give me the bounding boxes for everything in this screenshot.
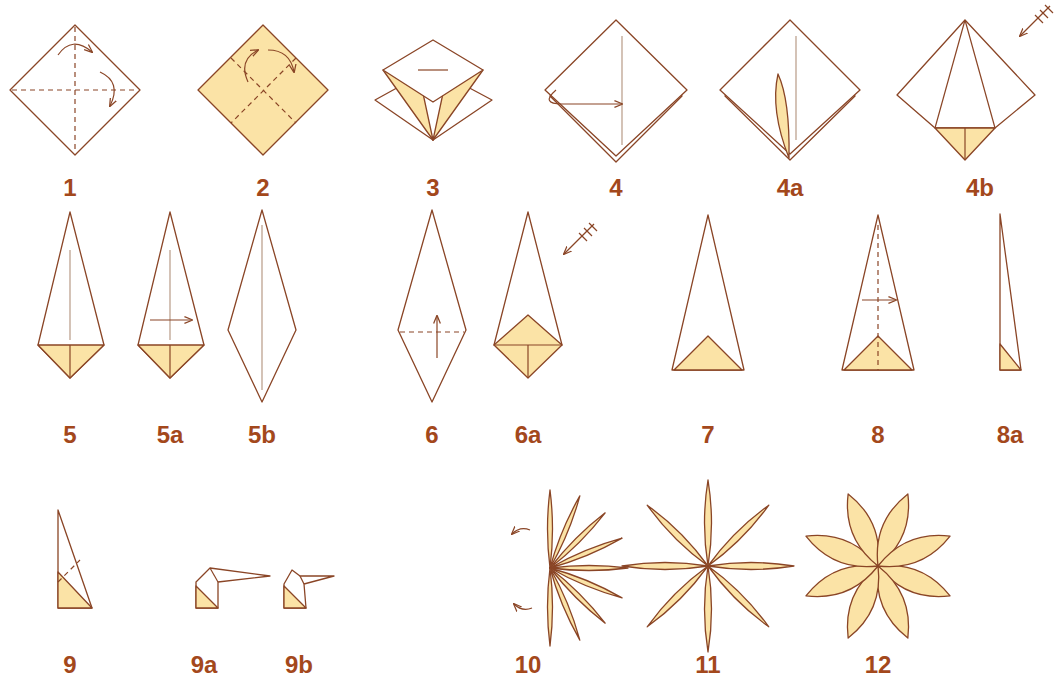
step-8a-figure [1000,214,1021,370]
step-number: 11 [695,653,720,677]
petal [548,511,607,570]
step-number: 9a [191,653,218,677]
step-6-figure [398,210,466,402]
step-number: 1 [63,176,76,200]
petal [548,568,553,646]
step-4a-figure [720,20,860,160]
petal [708,563,794,570]
step-9b-figure [284,570,334,608]
step-number: 4a [777,176,804,200]
petal [706,503,772,569]
step-12-figure [802,490,955,643]
step-number: 6a [515,423,542,447]
petal [706,564,772,630]
step-11-figure [622,480,794,652]
step-number: 5 [63,423,76,447]
step-5a-figure [138,212,204,378]
petal [705,566,712,652]
step-2-figure [198,25,328,155]
step-7-figure [672,215,744,370]
petal [645,564,711,630]
step-10-figure [548,490,629,646]
step-number: 9 [63,653,76,677]
petal [548,490,553,568]
step-number: 4b [966,176,994,200]
petal [548,566,607,625]
petal [622,563,708,570]
step-5-figure [38,212,104,378]
step-4-figure [545,20,687,162]
step-number: 7 [701,423,714,447]
step-number: 2 [256,176,269,200]
step-number: 4 [609,176,622,200]
step-6a-figure [494,212,597,378]
step-number: 8a [997,423,1024,447]
step-number: 5b [248,423,276,447]
step-8-figure [842,215,914,370]
step-3-figure [375,40,492,140]
petal [550,566,628,571]
petal [705,480,712,566]
step-5b-figure [228,210,296,402]
step-9-figure [58,510,92,608]
step-number: 9b [285,653,313,677]
step-number: 3 [426,176,439,200]
step-number: 10 [515,653,542,677]
step-1-figure [10,25,140,155]
petal [874,526,954,576]
step-number: 5a [157,423,184,447]
petal [645,503,711,569]
step-number: 6 [425,423,438,447]
step-number: 12 [865,653,892,677]
step-4b-figure [897,5,1053,160]
step-9a-figure [196,568,270,608]
step-number: 8 [871,423,884,447]
